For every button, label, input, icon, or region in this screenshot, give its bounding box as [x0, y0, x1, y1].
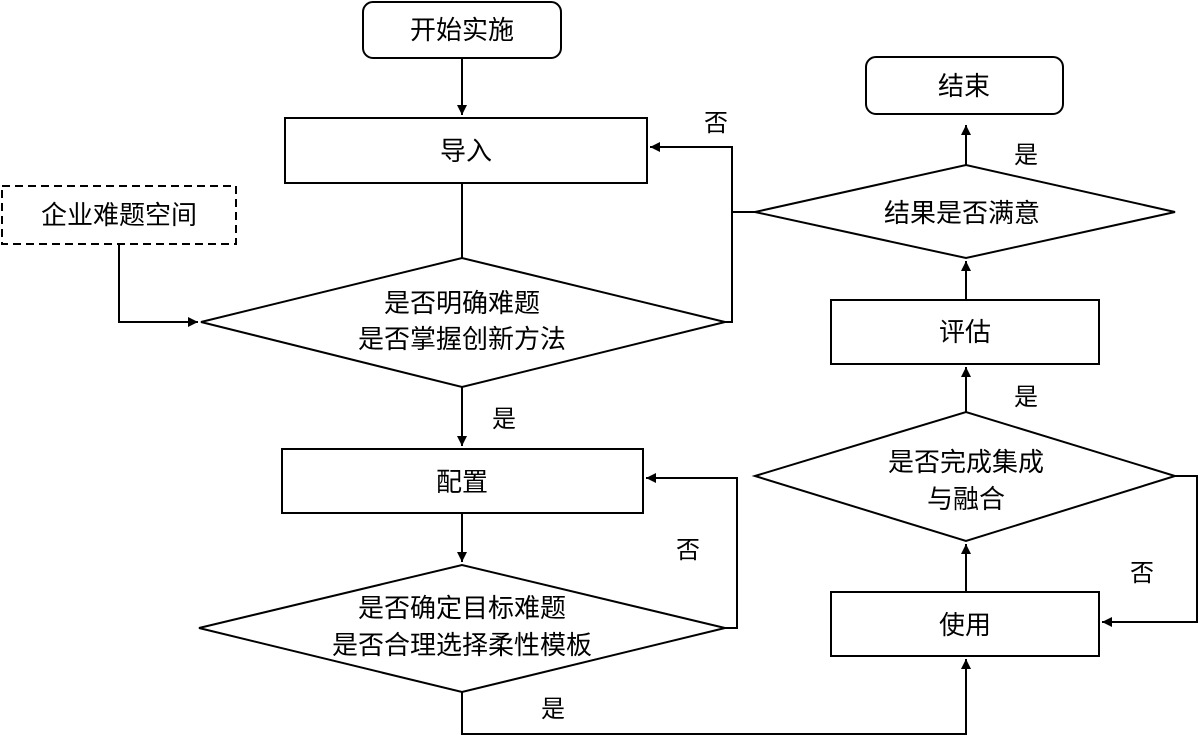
decision2-no-label: 否 [676, 536, 700, 564]
evaluate-label: 评估 [939, 318, 991, 348]
decision-integration: 是否完成集成 与融合 [751, 410, 1179, 543]
decision1-yes-label: 是 [492, 405, 516, 433]
decision2-line1: 是否确定目标难题 [358, 594, 566, 624]
decision-satisfied: 结果是否满意 [754, 163, 1176, 260]
configure-label: 配置 [436, 468, 488, 498]
start-label: 开始实施 [410, 16, 514, 46]
satisfied-label: 结果是否满意 [884, 199, 1040, 229]
decision3-line2: 与融合 [927, 485, 1005, 515]
decision3-line1: 是否完成集成 [888, 448, 1044, 478]
decision2-line2: 是否合理选择柔性模板 [332, 631, 592, 661]
use-label: 使用 [939, 611, 991, 641]
edge-labels: 否 是 否 是 否 是 是 [492, 109, 1154, 723]
end-label: 结束 [938, 72, 990, 102]
decision3-no-label: 否 [1130, 559, 1154, 587]
decision1-line2: 是否掌握创新方法 [358, 325, 566, 355]
start-node: 开始实施 [362, 1, 562, 59]
arrow-decision3-no-to-use [1102, 475, 1198, 627]
decision1-line1: 是否明确难题 [384, 289, 540, 319]
decision3-yes-label: 是 [1014, 383, 1038, 411]
use-box: 使用 [830, 591, 1100, 657]
import-label: 导入 [440, 137, 492, 167]
decision-clarify-problem: 是否明确难题 是否掌握创新方法 [200, 256, 726, 389]
evaluate-box: 评估 [830, 299, 1100, 365]
problem-space-label: 企业难题空间 [41, 201, 197, 231]
arrow-decision2-no-to-configure [646, 473, 738, 629]
decision2-yes-label: 是 [541, 695, 565, 723]
arrow-decision2-yes-to-use [461, 659, 971, 735]
problem-space-box: 企业难题空间 [1, 185, 237, 245]
decision-target-problem: 是否确定目标难题 是否合理选择柔性模板 [198, 563, 726, 694]
satisfied-yes-label: 是 [1014, 141, 1038, 169]
configure-box: 配置 [281, 448, 644, 514]
decision1-no-label: 否 [704, 109, 728, 137]
import-box: 导入 [284, 117, 648, 184]
arrow-decision1-no-to-import [650, 142, 733, 323]
arrow-problem-space-to-decision1 [118, 244, 198, 327]
connectors [118, 58, 1198, 735]
end-node: 结束 [865, 56, 1064, 115]
